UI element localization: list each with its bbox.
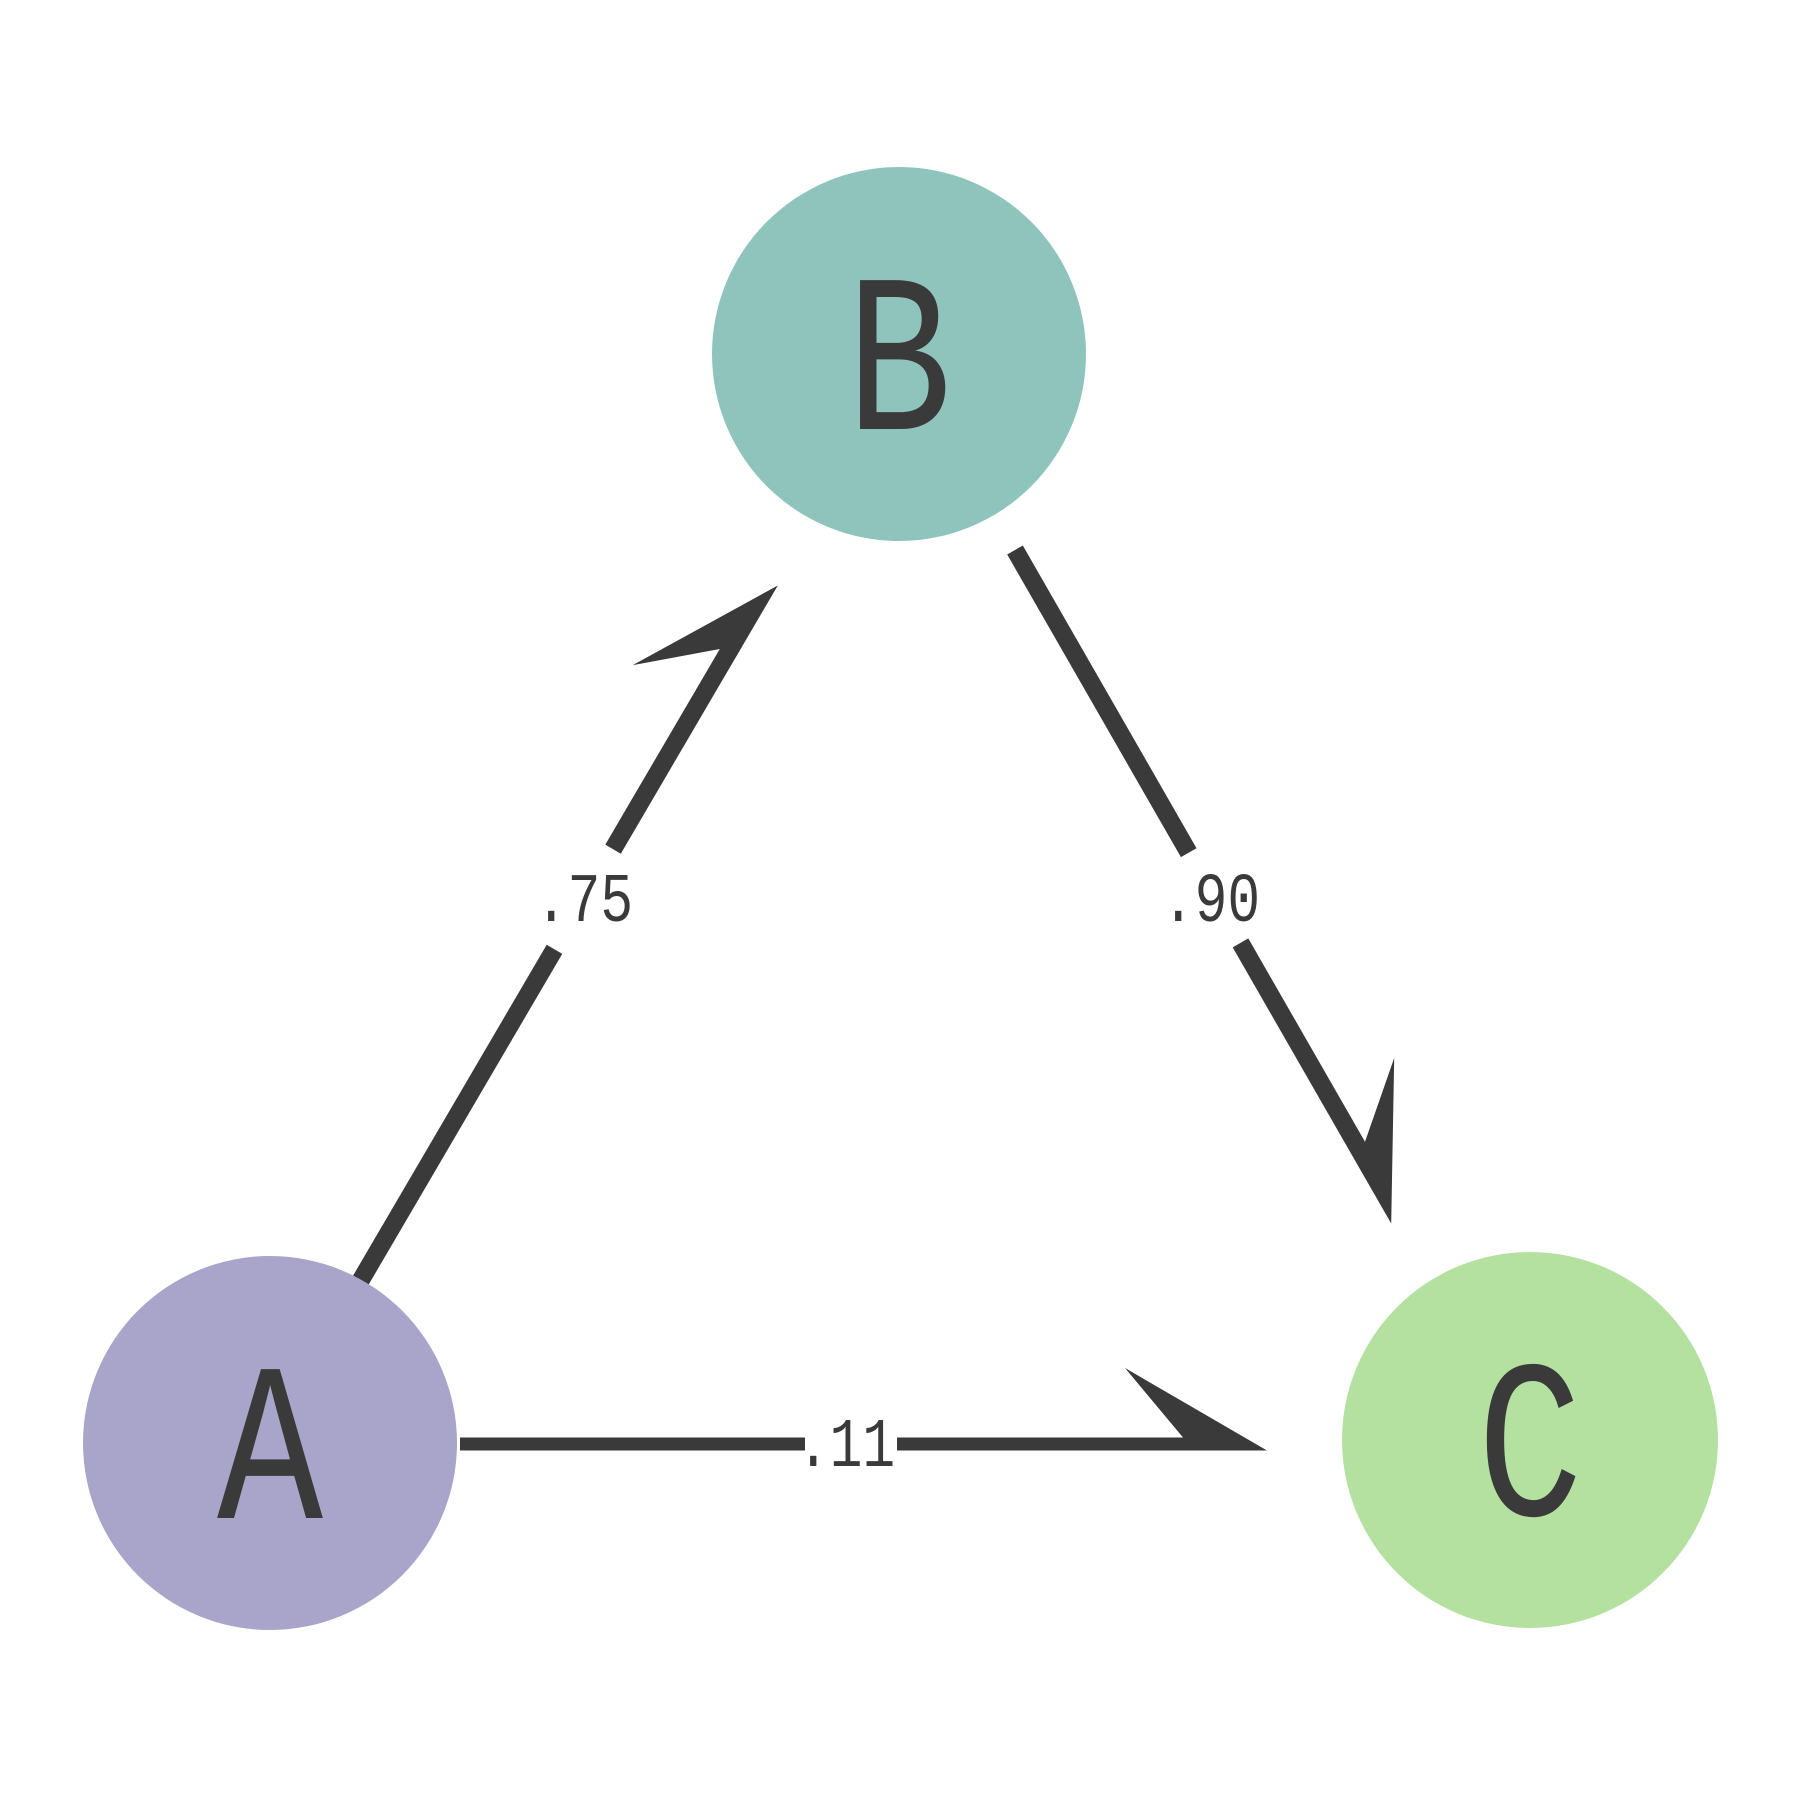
edge-weight-A-B: .75 bbox=[535, 863, 633, 942]
node-circle-A bbox=[83, 1256, 457, 1630]
edge-shaft-A-B bbox=[350, 944, 563, 1290]
node-circle-C bbox=[1342, 1252, 1718, 1628]
edge-weight-A-C: .11 bbox=[797, 1408, 895, 1487]
labels-layer: .75 .90 .11 A B C bbox=[217, 241, 1583, 1586]
edge-arrow-A-C bbox=[897, 1368, 1267, 1451]
node-label-B: B bbox=[846, 241, 952, 497]
edge-weight-B-C: .90 bbox=[1162, 863, 1260, 942]
node-label-C: C bbox=[1477, 1327, 1583, 1583]
node-label-A: A bbox=[217, 1330, 323, 1586]
node-circle-B bbox=[712, 167, 1086, 541]
edge-shaft-B-C bbox=[1007, 545, 1197, 858]
edges-layer bbox=[350, 545, 1395, 1451]
edge-arrow-B-C bbox=[1232, 938, 1395, 1224]
nodes-layer bbox=[83, 167, 1718, 1630]
edge-arrow-A-B bbox=[605, 585, 778, 854]
